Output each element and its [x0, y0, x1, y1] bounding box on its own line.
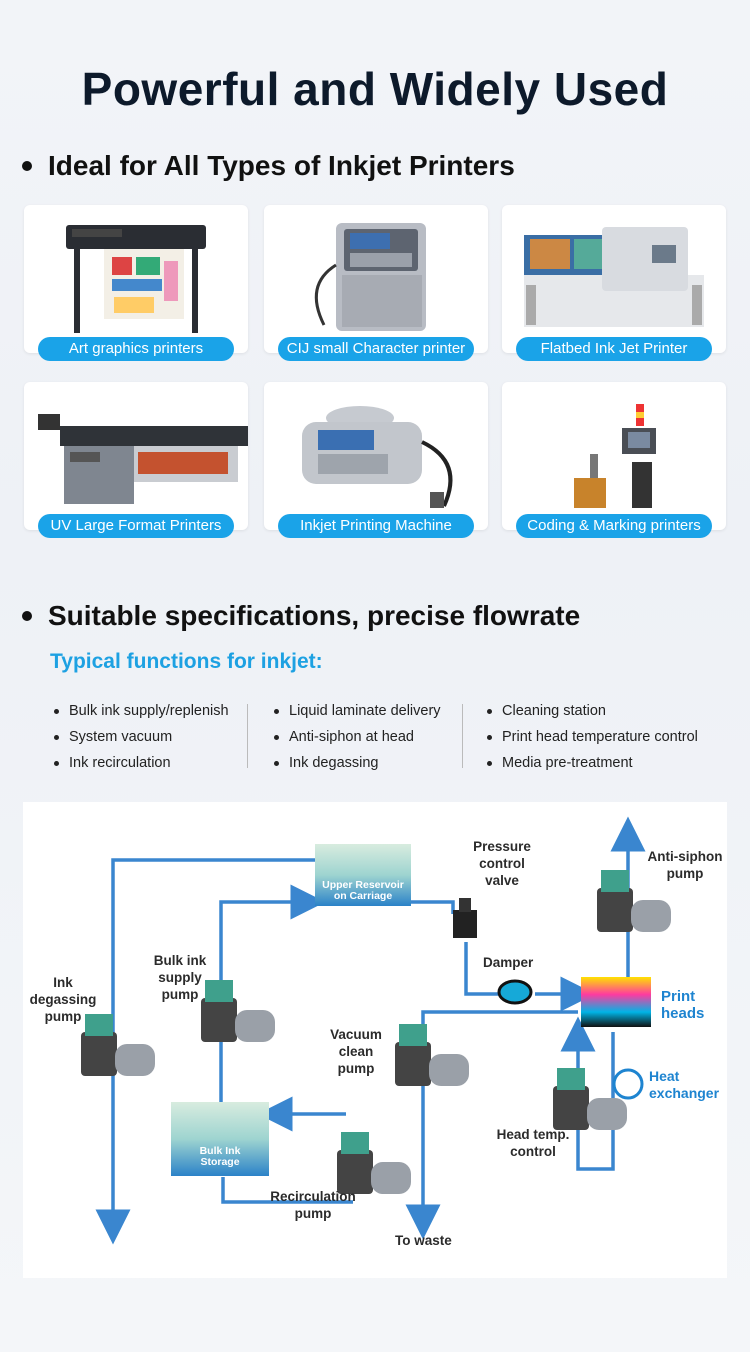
damper-label: Damper [483, 955, 534, 970]
column-divider [247, 704, 248, 768]
function-text: Ink recirculation [69, 755, 171, 771]
page-title: Powerful and Widely Used [81, 63, 669, 115]
function-text: Anti-siphon at head [289, 729, 414, 745]
function-item: Ink recirculation [54, 750, 229, 776]
function-text: System vacuum [69, 729, 173, 745]
pump-icons [81, 870, 671, 1194]
pressure-valve-label: Pressure control valve [473, 839, 531, 888]
bullet-icon [487, 708, 492, 714]
card-flatbed-printer: Flatbed Ink Jet Printer [502, 205, 726, 361]
card-inkjet-machine: Inkjet Printing Machine [264, 382, 488, 538]
card-art-graphics-printers: Art graphics printers [24, 205, 248, 361]
function-text: Media pre-treatment [502, 755, 633, 771]
upper-reservoir-box [315, 844, 411, 906]
flatbed-printer-image [524, 227, 704, 327]
bullet-icon [274, 708, 279, 714]
column-divider [462, 704, 463, 768]
flow-lines [81, 816, 671, 1245]
function-item: Anti-siphon at head [274, 724, 441, 750]
function-text: Bulk ink supply/replenish [69, 703, 229, 719]
inkjet-machine-image [302, 406, 453, 508]
ink-system-diagram: Upper Reservoir on Carriage Bulk Ink Sto… [23, 802, 727, 1278]
function-text: Print head temperature control [502, 729, 698, 745]
bullet-icon [274, 760, 279, 766]
card-cij-printer: CIJ small Character printer [264, 205, 488, 361]
card-label: Inkjet Printing Machine [278, 514, 474, 538]
function-item: Ink degassing [274, 750, 441, 776]
bulk-storage-box [171, 1102, 269, 1176]
section-heading-specs: Suitable specifications, precise flowrat… [22, 600, 580, 632]
functions-subheading: Typical functions for inkjet: [50, 650, 323, 673]
degassing-label: Ink degassing pump [29, 975, 97, 1024]
function-text: Liquid laminate delivery [289, 703, 441, 719]
function-text: Cleaning station [502, 703, 606, 719]
section-heading-text: Suitable specifications, precise flowrat… [48, 600, 581, 631]
function-item: Bulk ink supply/replenish [54, 698, 229, 724]
upper-reservoir-label: Upper Reservoir on Carriage [322, 879, 404, 902]
card-label: Coding & Marking printers [516, 514, 712, 538]
function-item: Liquid laminate delivery [274, 698, 441, 724]
print-heads-label: Print heads [661, 988, 705, 1022]
recirculation-label: Recirculation pump [270, 1189, 356, 1221]
section-heading-text: Ideal for All Types of Inkjet Printers [48, 150, 515, 181]
functions-column-2: Liquid laminate delivery Anti-siphon at … [274, 698, 441, 776]
bullet-icon [54, 734, 59, 740]
bullet-icon [54, 708, 59, 714]
bullet-icon [54, 760, 59, 766]
bulk-storage-label: Bulk Ink Storage [199, 1145, 241, 1168]
bullet-icon [487, 760, 492, 766]
card-label: CIJ small Character printer [278, 337, 474, 361]
vacuum-clean-label: Vacuum clean pump [330, 1027, 382, 1076]
bullet-icon [22, 611, 32, 621]
function-item: Cleaning station [487, 698, 698, 724]
head-temp-label: Head temp. control [496, 1127, 570, 1159]
card-label: Flatbed Ink Jet Printer [516, 337, 712, 361]
card-coding-marking: Coding & Marking printers [502, 382, 726, 538]
card-uv-printers: UV Large Format Printers [24, 382, 248, 538]
section-heading-printers: Ideal for All Types of Inkjet Printers [22, 150, 515, 182]
function-text: Ink degassing [289, 755, 379, 771]
card-label: Art graphics printers [38, 337, 234, 361]
functions-column-1: Bulk ink supply/replenish System vacuum … [54, 698, 229, 776]
card-label: UV Large Format Printers [38, 514, 234, 538]
wide-format-printer-image [66, 225, 206, 333]
function-item: Media pre-treatment [487, 750, 698, 776]
bullet-icon [22, 161, 32, 171]
bullet-icon [274, 734, 279, 740]
heat-exchanger-label: Heat exchanger [649, 1068, 720, 1101]
functions-column-3: Cleaning station Print head temperature … [487, 698, 698, 776]
print-heads-block [581, 977, 651, 1027]
uv-printer-image [38, 414, 248, 504]
bulk-supply-label: Bulk ink supply pump [153, 953, 207, 1002]
function-item: System vacuum [54, 724, 229, 750]
to-waste-label: To waste [395, 1233, 452, 1248]
coding-marking-image [574, 404, 656, 508]
anti-siphon-label: Anti-siphon pump [647, 849, 723, 881]
cij-printer-image [314, 223, 426, 331]
bullet-icon [487, 734, 492, 740]
function-item: Print head temperature control [487, 724, 698, 750]
